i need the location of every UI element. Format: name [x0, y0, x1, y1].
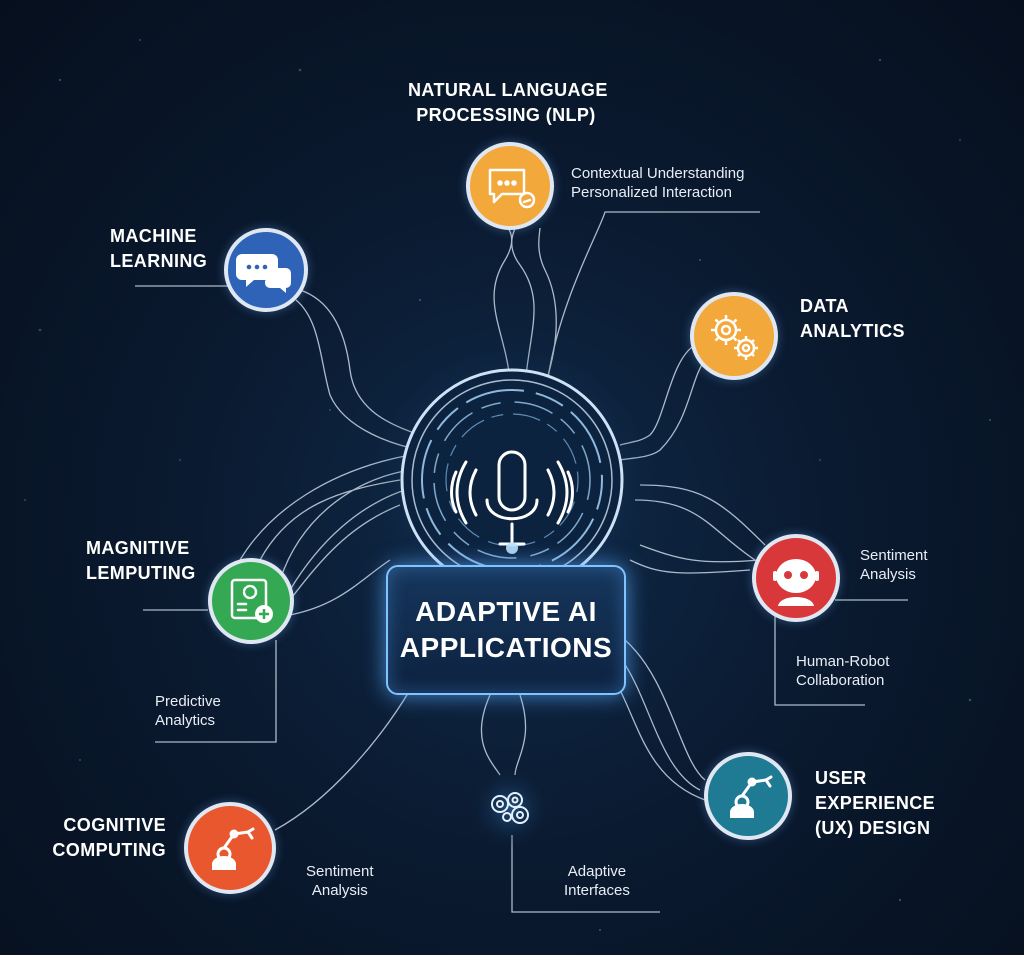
glow-dot [506, 542, 518, 554]
data-analytics-node[interactable] [690, 292, 778, 380]
magnitive-lemputing-node[interactable] [208, 558, 294, 644]
microphone-icon [450, 450, 574, 546]
predictive-analytics-note: Predictive Analytics [155, 693, 221, 729]
adaptive-interfaces-note: Adaptive Interfaces [564, 863, 630, 899]
data-analytics-title: DATA ANALYTICS [800, 296, 905, 341]
central-title-line1: ADAPTIVE AI [415, 596, 597, 627]
ux-design-title: USER EXPERIENCE (UX) DESIGN [815, 768, 936, 838]
machine-learning-node[interactable] [224, 228, 308, 312]
sentiment-analysis-note: Sentiment Analysis [860, 547, 928, 583]
ux-design-node[interactable] [704, 752, 792, 840]
chat-bubble-icon [488, 168, 536, 209]
central-hub [362, 330, 662, 630]
magnitive-lemputing-title: MAGNITIVE LEMPUTING [86, 538, 196, 583]
cognitive-sentiment-note: Sentiment Analysis [306, 863, 374, 899]
robot-arm-icon [730, 775, 773, 818]
document-add-icon [230, 578, 273, 623]
sentiment-analysis-node[interactable] [752, 534, 840, 622]
central-title-box: ADAPTIVE AI APPLICATIONS [386, 565, 626, 695]
nlp-notes: Contextual Understanding Personalized In… [571, 165, 745, 201]
cognitive-computing-node[interactable] [184, 802, 276, 894]
central-title-line2: APPLICATIONS [399, 632, 613, 663]
gears-icon [711, 315, 758, 360]
nlp-node[interactable] [466, 142, 554, 230]
adaptive-interfaces-icon [468, 766, 552, 850]
cognitive-computing-title: COGNITIVE COMPUTING [52, 815, 166, 860]
human-robot-note: Human-Robot Collaboration [796, 653, 890, 689]
nlp-title: NATURAL LANGUAGE PROCESSING (NLP) [408, 80, 608, 125]
speech-bubbles-icon [236, 254, 291, 293]
robot-face-icon [773, 559, 819, 606]
robot-arm-icon [212, 827, 255, 870]
machine-learning-title: MACHINE LEARNING [110, 226, 208, 271]
